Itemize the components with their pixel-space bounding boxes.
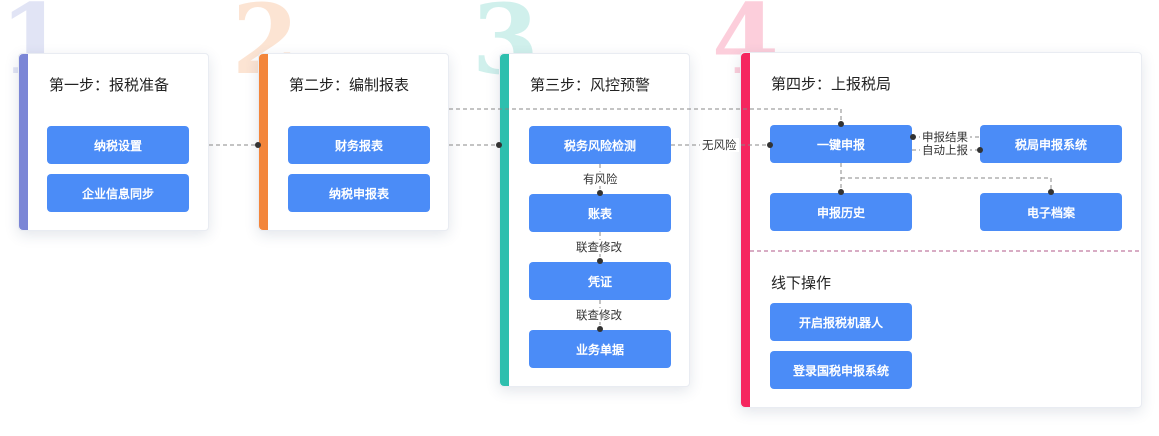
one-click-report-button[interactable]: 一键申报 bbox=[770, 125, 912, 163]
label-link-modify-2: 联查修改 bbox=[574, 308, 624, 322]
company-info-sync-button[interactable]: 企业信息同步 bbox=[47, 174, 189, 212]
tax-return-form-button[interactable]: 纳税申报表 bbox=[288, 174, 430, 212]
report-history-button[interactable]: 申报历史 bbox=[770, 193, 912, 231]
step4-accent-bar bbox=[741, 53, 750, 407]
step2-title: 第二步：编制报表 bbox=[289, 76, 410, 94]
label-link-modify-1: 联查修改 bbox=[574, 240, 624, 254]
business-document-button[interactable]: 业务单据 bbox=[529, 330, 671, 368]
e-archive-button[interactable]: 电子档案 bbox=[980, 193, 1122, 231]
step3-title: 第三步：风控预警 bbox=[530, 76, 651, 94]
step1-title: 第一步：报税准备 bbox=[49, 76, 170, 94]
label-auto-report: 自动上报 bbox=[920, 143, 970, 157]
login-national-tax-system-button[interactable]: 登录国税申报系统 bbox=[770, 351, 912, 389]
step4-title: 第四步：上报税局 bbox=[771, 75, 892, 93]
offline-title: 线下操作 bbox=[771, 274, 832, 292]
label-report-result: 申报结果 bbox=[920, 130, 970, 144]
ledger-button[interactable]: 账表 bbox=[529, 194, 671, 232]
tax-settings-button[interactable]: 纳税设置 bbox=[47, 126, 189, 164]
start-tax-robot-button[interactable]: 开启报税机器人 bbox=[770, 303, 912, 341]
label-no-risk: 无风险 bbox=[700, 138, 739, 152]
financial-statements-button[interactable]: 财务报表 bbox=[288, 126, 430, 164]
voucher-button[interactable]: 凭证 bbox=[529, 262, 671, 300]
step2-accent-bar bbox=[259, 54, 268, 230]
step3-accent-bar bbox=[500, 54, 509, 386]
tax-risk-check-button[interactable]: 税务风险检测 bbox=[529, 126, 671, 164]
tax-bureau-system-button[interactable]: 税局申报系统 bbox=[980, 125, 1122, 163]
step1-accent-bar bbox=[19, 54, 28, 230]
label-has-risk: 有风险 bbox=[581, 172, 620, 186]
